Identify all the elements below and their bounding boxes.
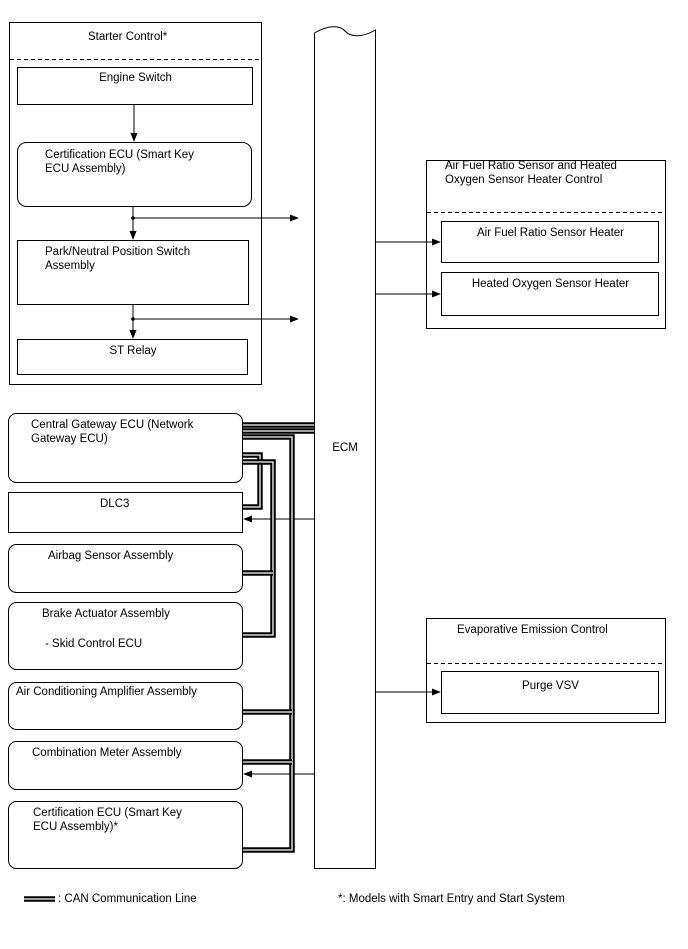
airbag-box bbox=[8, 544, 243, 593]
air-conditioning-label: Air Conditioning Amplifier Assembly bbox=[16, 686, 197, 698]
ho2-heater-label: Heated Oxygen Sensor Heater bbox=[471, 278, 630, 290]
air-conditioning-box bbox=[8, 682, 243, 730]
dlc3-label: DLC3 bbox=[100, 498, 130, 510]
park-neutral-switch-box bbox=[17, 240, 249, 305]
can-bus bbox=[24, 422, 314, 902]
engine-switch-box bbox=[17, 67, 253, 105]
legend-can-line: : CAN Communication Line bbox=[58, 893, 197, 905]
afr-heater-label: Air Fuel Ratio Sensor Heater bbox=[476, 227, 624, 239]
skid-control-label: - Skid Control ECU bbox=[45, 638, 143, 650]
dlc3-box bbox=[8, 492, 243, 533]
st-relay-label: ST Relay bbox=[109, 345, 157, 357]
st-relay-box bbox=[17, 339, 248, 375]
certification-ecu-label: Certification ECU (Smart Key ECU Assembl… bbox=[45, 149, 194, 175]
starter-control-group bbox=[9, 22, 262, 385]
brake-actuator-box bbox=[8, 602, 243, 670]
brake-actuator-label: Brake Actuator Assembly bbox=[42, 608, 170, 620]
airbag-label: Airbag Sensor Assembly bbox=[48, 550, 174, 562]
evap-control-title: Evaporative Emission Control bbox=[457, 624, 608, 636]
evap-control-group bbox=[426, 618, 666, 723]
afr-control-group bbox=[426, 160, 666, 329]
park-neutral-switch-label: Park/Neutral Position Switch Assembly bbox=[45, 246, 191, 272]
purge-vsv-label: Purge VSV bbox=[522, 680, 579, 692]
afr-control-title: Air Fuel Ratio Sensor and Heated Oxygen … bbox=[445, 160, 617, 186]
combination-meter-box bbox=[8, 741, 243, 790]
legend-footnote: *: Models with Smart Entry and Start Sys… bbox=[338, 893, 565, 905]
certification-ecu-can-label: Certification ECU (Smart Key ECU Assembl… bbox=[33, 807, 182, 833]
afr-heater-box bbox=[441, 221, 659, 263]
engine-switch-label: Engine Switch bbox=[99, 72, 172, 84]
ho2-heater-box bbox=[441, 272, 659, 316]
ecm-label: ECM bbox=[332, 442, 358, 454]
combination-meter-label: Combination Meter Assembly bbox=[32, 747, 182, 759]
purge-vsv-box bbox=[441, 671, 659, 714]
central-gateway-box bbox=[8, 413, 243, 483]
certification-ecu-box bbox=[17, 142, 252, 207]
ecm-block bbox=[314, 26, 376, 869]
starter-control-title: Starter Control* bbox=[88, 31, 168, 43]
certification-ecu-can-box bbox=[8, 801, 243, 869]
central-gateway-label: Central Gateway ECU (Network Gateway ECU… bbox=[31, 419, 194, 445]
